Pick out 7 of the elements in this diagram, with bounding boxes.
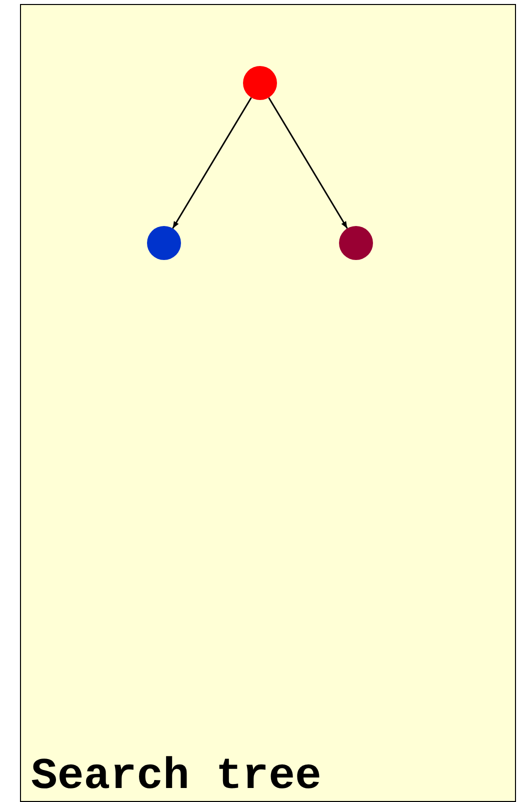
tree-node [338, 226, 372, 260]
arrow [268, 97, 348, 229]
panel-title: Search tree [31, 755, 322, 799]
tree-node [242, 66, 276, 100]
arrow [172, 97, 252, 229]
tree-node [146, 226, 180, 260]
panel [20, 4, 516, 802]
